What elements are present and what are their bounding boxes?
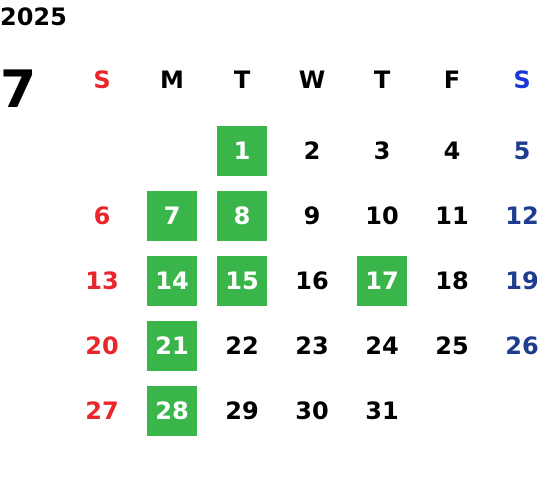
day-number[interactable]: 2 [303, 136, 321, 165]
day-number[interactable]: 16 [295, 266, 329, 295]
day-number[interactable]: 18 [435, 266, 469, 295]
calendar-cell: 15 [207, 248, 277, 313]
calendar-cell: 30 [277, 378, 347, 443]
day-number[interactable]: 31 [365, 396, 399, 425]
day-number[interactable]: 30 [295, 396, 329, 425]
calendar-cell: 13 [67, 248, 137, 313]
calendar-cell [137, 118, 207, 183]
highlighted-day[interactable]: 21 [147, 320, 197, 371]
calendar-cell: 18 [417, 248, 487, 313]
calendar-cell: 7 [137, 183, 207, 248]
calendar-cell: 3 [347, 118, 417, 183]
weekday-tuesday: T [233, 66, 251, 94]
day-number[interactable]: 29 [225, 396, 259, 425]
calendar-cell: 26 [487, 313, 548, 378]
day-number[interactable]: 13 [85, 266, 119, 295]
day-number[interactable]: 6 [93, 201, 111, 230]
calendar-cell: 20 [67, 313, 137, 378]
weekday-monday: M [160, 66, 184, 94]
calendar-cell: 11 [417, 183, 487, 248]
month-label: 7 [0, 60, 37, 120]
calendar-cell: 6 [67, 183, 137, 248]
calendar-cell: 5 [487, 118, 548, 183]
day-number[interactable]: 27 [85, 396, 119, 425]
weekday-header-row: S M T W T F S [67, 62, 548, 98]
day-number[interactable]: 5 [513, 136, 531, 165]
calendar-cell: 23 [277, 313, 347, 378]
weekday-sunday: S [93, 66, 111, 94]
weekday-saturday: S [513, 66, 531, 94]
highlighted-day[interactable]: 7 [147, 190, 197, 241]
day-number[interactable]: 25 [435, 331, 469, 360]
day-number[interactable]: 26 [505, 331, 539, 360]
day-number[interactable]: 23 [295, 331, 329, 360]
day-number[interactable]: 22 [225, 331, 259, 360]
calendar-cell: 29 [207, 378, 277, 443]
weekday-wednesday: W [298, 66, 326, 94]
day-number[interactable]: 24 [365, 331, 399, 360]
calendar-cell [487, 378, 548, 443]
calendar-cell: 19 [487, 248, 548, 313]
calendar-cell: 4 [417, 118, 487, 183]
day-number[interactable]: 10 [365, 201, 399, 230]
day-number[interactable]: 4 [443, 136, 461, 165]
calendar-cell: 24 [347, 313, 417, 378]
calendar-cell: 25 [417, 313, 487, 378]
calendar-cell: 28 [137, 378, 207, 443]
day-number[interactable]: 20 [85, 331, 119, 360]
calendar-cell: 2 [277, 118, 347, 183]
highlighted-day[interactable]: 15 [217, 255, 267, 306]
calendar-cell [417, 378, 487, 443]
calendar-cell: 10 [347, 183, 417, 248]
day-number[interactable]: 12 [505, 201, 539, 230]
highlighted-day[interactable]: 1 [217, 125, 267, 176]
weekday-friday: F [443, 66, 461, 94]
calendar-cell: 14 [137, 248, 207, 313]
highlighted-day[interactable]: 17 [357, 255, 407, 306]
calendar-cell: 22 [207, 313, 277, 378]
calendar-cell: 8 [207, 183, 277, 248]
calendar-cell: 17 [347, 248, 417, 313]
calendar-cell: 9 [277, 183, 347, 248]
highlighted-day[interactable]: 8 [217, 190, 267, 241]
weekday-thursday: T [373, 66, 391, 94]
calendar-cell [67, 118, 137, 183]
day-number[interactable]: 3 [373, 136, 391, 165]
day-number[interactable]: 11 [435, 201, 469, 230]
calendar-cell: 21 [137, 313, 207, 378]
highlighted-day[interactable]: 14 [147, 255, 197, 306]
calendar-cell: 12 [487, 183, 548, 248]
year-label: 2025 [0, 3, 67, 31]
calendar-cell: 27 [67, 378, 137, 443]
calendar-cell: 31 [347, 378, 417, 443]
day-number[interactable]: 9 [303, 201, 321, 230]
calendar-cell: 16 [277, 248, 347, 313]
calendar-cell: 1 [207, 118, 277, 183]
highlighted-day[interactable]: 28 [147, 385, 197, 436]
day-number[interactable]: 19 [505, 266, 539, 295]
